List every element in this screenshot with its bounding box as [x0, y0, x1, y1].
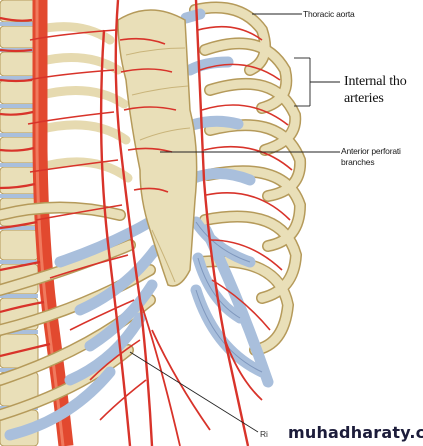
- anterior-perforating-branches: [27, 25, 293, 421]
- label-rib-partial: Ri: [260, 429, 268, 439]
- label-internal-thoracic-line1: Internal tho: [344, 74, 407, 89]
- label-thoracic-aorta: Thoracic aorta: [303, 9, 355, 19]
- posterior-intercostal-arteries: [0, 16, 51, 358]
- label-internal-thoracic-line2: arteries: [344, 91, 384, 106]
- label-anterior-perforating-branches: Anterior perforati branches: [341, 146, 401, 168]
- posterior-ribs-left: [31, 22, 133, 183]
- leader-lines: [129, 13, 340, 433]
- label-anterior-perforating-line1: Anterior perforati: [341, 146, 401, 156]
- thoracic-aorta: [32, 0, 74, 446]
- watermark: muhadharaty.com: [282, 420, 423, 444]
- label-internal-thoracic-arteries: Internal tho arteries: [344, 73, 407, 107]
- label-anterior-perforating-line2: branches: [341, 157, 375, 167]
